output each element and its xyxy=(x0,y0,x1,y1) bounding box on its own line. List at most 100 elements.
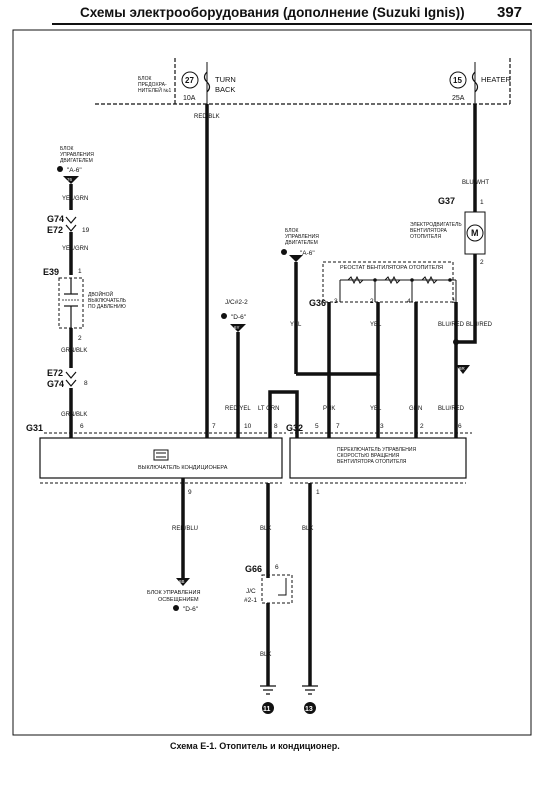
g36-pin-2: 2 xyxy=(370,298,374,305)
jc-g66-box xyxy=(261,574,293,604)
g32-pin-1: 1 xyxy=(316,489,320,496)
connector-g74-top: G74 xyxy=(47,214,64,224)
ecu-mid-line-2: УПРАВЛЕНИЯ xyxy=(285,234,319,240)
resistor-label: РЕОСТАТ ВЕНТИЛЯТОРА ОТОПИТЕЛЯ xyxy=(340,265,443,271)
ac-switch-label: ВЫКЛЮЧАТЕЛЬ КОНДИЦИОНЕРА xyxy=(138,465,228,471)
wire-label-yel-grn-1: YEL/GRN xyxy=(62,196,88,202)
lower-wires: RED/BLU 6B БЛОК УПРАВЛЕНИЯ ОСВЕЩЕНИЕМ "D… xyxy=(147,478,313,686)
page-number: 397 xyxy=(497,4,523,21)
wire-label-yel-1: YEL xyxy=(290,322,302,328)
ac-switch-block: G31 6 7 10 8 ВЫКЛЮЧАТЕЛЬ КОНДИЦИОНЕРА 9 xyxy=(26,423,286,496)
resistor-wires: YEL YEL GRN PNK BLU/RED BLU/RED BLU/RED … xyxy=(296,266,493,438)
wire-label-lt-grn: LT GRN xyxy=(258,406,279,412)
g31-pin-7: 7 xyxy=(212,423,216,430)
ground-13-label: 13 xyxy=(305,706,313,713)
wire-label-red-blu: RED/BLU xyxy=(172,526,198,532)
g31-pin-8: 8 xyxy=(274,423,278,430)
fan-switch-label-2: СКОРОСТЬЮ ВРАЩЕНИЯ xyxy=(337,453,400,459)
wire-label-grn-blk-2: GRN/BLK xyxy=(61,412,87,418)
ground-13: 13 xyxy=(302,685,318,714)
wire-label-blu-red-2: BLU/RED xyxy=(466,322,493,328)
jc-2-2-ref: J/C#2-2 "D-6" 6Y RED/YEL xyxy=(221,299,251,438)
jc-g66-label-1: J/C xyxy=(246,588,256,595)
g31-pin-9: 9 xyxy=(188,489,192,496)
connector-e72-bottom: E72 xyxy=(47,368,63,378)
ecu-top-ref: "A-6" xyxy=(67,167,82,174)
lamp-arrow-icon xyxy=(176,578,190,586)
fuse-27-rating: 10A xyxy=(183,95,196,102)
fuse-15-number: 15 xyxy=(453,76,462,85)
pin-8: 8 xyxy=(84,380,88,387)
g31-pin-10: 10 xyxy=(244,423,252,430)
connector-g31: G31 xyxy=(26,423,43,433)
fuse-27-number: 27 xyxy=(185,76,194,85)
wire-label-blk-3: BLK xyxy=(302,526,313,532)
fuse-15-name: HEATER xyxy=(481,75,511,84)
fuse-27-name-1: TURN xyxy=(215,75,236,84)
wire-label-grn: GRN xyxy=(409,406,422,412)
diagram-frame xyxy=(12,29,532,736)
wire-label-blu-red-1: BLU/RED xyxy=(438,322,465,328)
lamp-label-2: ОСВЕЩЕНИЕМ xyxy=(158,597,199,603)
fan-switch-label-3: ВЕНТИЛЯТОРА ОТОПИТЕЛЯ xyxy=(337,459,407,465)
fuse-box-label-3: НИТЕЛЕЙ №1 xyxy=(138,86,172,94)
wire-lt-grn xyxy=(268,390,299,438)
fan-switch-label-1: ПЕРЕКЛЮЧАТЕЛЬ УПРАВЛЕНИЯ xyxy=(337,447,417,453)
g32-pin-2: 2 xyxy=(420,423,424,430)
g36-pin-3: 3 xyxy=(334,298,338,305)
ecu-mid-ref: "A-6" xyxy=(300,250,315,257)
ground-11: 11 xyxy=(260,685,276,714)
lamp-ref: "D-6" xyxy=(183,606,199,613)
pressure-switch-label-3: ПО ДАВЛЕНИЮ xyxy=(88,304,126,310)
connector-e72-top: E72 xyxy=(47,225,63,235)
ecu-top-line-2: УПРАВЛЕНИЯ xyxy=(60,152,94,158)
wire-label-blu-wht: BLU/WHT xyxy=(462,180,489,186)
ground-icon xyxy=(260,685,276,695)
wire-label-blk-2: BLK xyxy=(260,652,271,658)
fuse-27-icon xyxy=(203,71,211,93)
wire-label-pnk: PNK xyxy=(323,406,335,412)
motor-icon xyxy=(466,224,484,242)
wire-label-red-blk: RED/BLK xyxy=(194,114,220,120)
ecu-mid-line-3: ДВИГАТЕЛЕМ xyxy=(285,240,318,246)
ecu-ref-mid: БЛОК УПРАВЛЕНИЯ ДВИГАТЕЛЕМ "A-6" YEL xyxy=(281,228,319,374)
g31-pin-6: 6 xyxy=(80,423,84,430)
wire-label-blu-red-3: BLU/RED xyxy=(438,406,465,412)
jc-g66-label-2: #2-1 xyxy=(244,597,257,604)
jc-tag: 6Y xyxy=(234,325,240,330)
pressure-switch-label-1: ДВОЙНОЙ xyxy=(88,290,114,298)
fan-switch-block: G32 5 7 3 2 6 ПЕРЕКЛЮЧАТЕЛЬ УПРАВЛЕНИЯ С… xyxy=(286,423,472,496)
resistor-zigzag-icon xyxy=(347,275,438,285)
book-ref-icon-4 xyxy=(173,605,179,611)
g32-pin-3: 3 xyxy=(380,423,384,430)
jc-2-2-ref: "D-6" xyxy=(231,314,247,321)
terminal-arrow-icon xyxy=(63,176,79,184)
ecu-ref-top: БЛОК УПРАВЛЕНИЯ ДВИГАТЕЛЕМ "A-6" 76 xyxy=(57,146,94,184)
pressure-switch-label-2: ВЫКЛЮЧАТЕЛЬ xyxy=(88,298,127,304)
wire-label-yel-2: YEL xyxy=(370,322,382,328)
page-title: Схемы электрооборудования (дополнение (S… xyxy=(80,5,465,20)
motor-label-2: ВЕНТИЛЯТОРА xyxy=(410,228,448,234)
wire-label-yel-grn-2: YEL/GRN xyxy=(62,246,88,252)
g66-pin-6: 6 xyxy=(275,564,279,571)
pin-19: 19 xyxy=(82,227,90,234)
g32-pin-5: 5 xyxy=(315,423,319,430)
connector-g32: G32 xyxy=(286,423,303,433)
book-ref-icon-3 xyxy=(281,249,287,255)
left-wire-chain: YEL/GRN G74 E72 19 YEL/GRN E39 1 ДВОЙНОЙ… xyxy=(43,184,127,438)
motor-label-3: ОТОПИТЕЛЯ xyxy=(410,234,441,240)
g36-pin-4: 4 xyxy=(407,298,411,305)
book-ref-icon-2 xyxy=(221,313,227,319)
jc-2-2-label: J/C#2-2 xyxy=(225,299,248,306)
e39-pin-1: 1 xyxy=(78,268,82,275)
header-rule xyxy=(52,23,532,25)
splice-tag: 6R xyxy=(459,366,466,371)
connector-e39: E39 xyxy=(43,267,59,277)
lamp-tag: 6B xyxy=(179,579,185,584)
g37-pin-2: 2 xyxy=(480,259,484,266)
heater-motor: BLU/WHT G37 1 M 2 ЭЛЕКТРОДВИГАТЕЛЬ ВЕНТИ… xyxy=(410,104,489,266)
g32-pin-6: 6 xyxy=(458,423,462,430)
fuse-box-label-2: ПРЕДОХРА- xyxy=(138,82,167,88)
wire-label-yel-3: YEL xyxy=(370,406,382,412)
